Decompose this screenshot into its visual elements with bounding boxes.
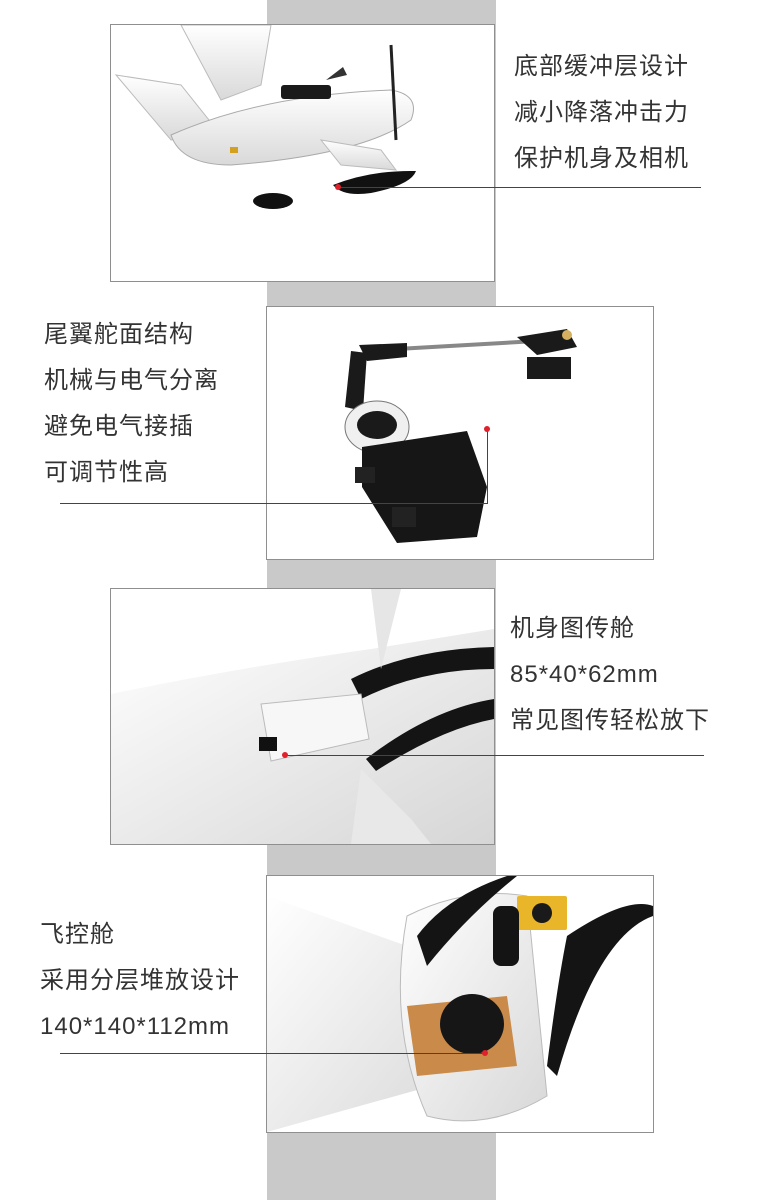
feature-line: 140*140*112mm xyxy=(40,1013,231,1040)
tail-servo-text: 尾翼舵面结构 机械与电气分离 避免电气接插 可调节性高 xyxy=(44,312,219,496)
leader-line xyxy=(285,755,704,756)
drone-underside-panel xyxy=(110,24,495,282)
callout-dot xyxy=(484,426,490,432)
feature-line: 飞控舱 xyxy=(40,921,115,948)
flight-control-bay-text: 飞控舱 采用分层堆放设计 140*140*112mm xyxy=(40,912,240,1050)
image-bay-panel xyxy=(110,588,495,845)
leader-line xyxy=(60,503,487,504)
callout-dot xyxy=(335,184,341,190)
feature-line: 保护机身及相机 xyxy=(514,145,689,172)
feature-line: 避免电气接插 xyxy=(44,413,194,440)
servo-render-icon xyxy=(344,329,577,543)
callout-dot xyxy=(482,1050,488,1056)
feature-line: 减小降落冲击力 xyxy=(514,99,689,126)
feature-line: 可调节性高 xyxy=(44,459,169,486)
bottom-buffer-text: 底部缓冲层设计 减小降落冲击力 保护机身及相机 xyxy=(514,44,689,182)
drone-render-icon xyxy=(114,25,416,209)
feature-line: 机身图传舱 xyxy=(510,615,635,642)
leader-line xyxy=(338,187,701,188)
feature-line: 常见图传轻松放下 xyxy=(510,707,710,734)
leader-line-vertical xyxy=(487,429,488,504)
fuselage-bay-render-icon xyxy=(111,589,494,844)
feature-line: 机械与电气分离 xyxy=(44,367,219,394)
feature-line: 尾翼舵面结构 xyxy=(44,321,194,348)
image-bay-text: 机身图传舱 85*40*62mm 常见图传轻松放下 xyxy=(510,606,710,744)
feature-line: 85*40*62mm xyxy=(510,661,659,688)
leader-line xyxy=(60,1053,485,1054)
feature-line: 底部缓冲层设计 xyxy=(514,53,689,80)
tail-servo-panel xyxy=(266,306,654,560)
feature-line: 采用分层堆放设计 xyxy=(40,967,240,994)
callout-dot xyxy=(282,752,288,758)
flight-controller-render-icon xyxy=(267,876,653,1132)
flight-control-bay-panel xyxy=(266,875,654,1133)
